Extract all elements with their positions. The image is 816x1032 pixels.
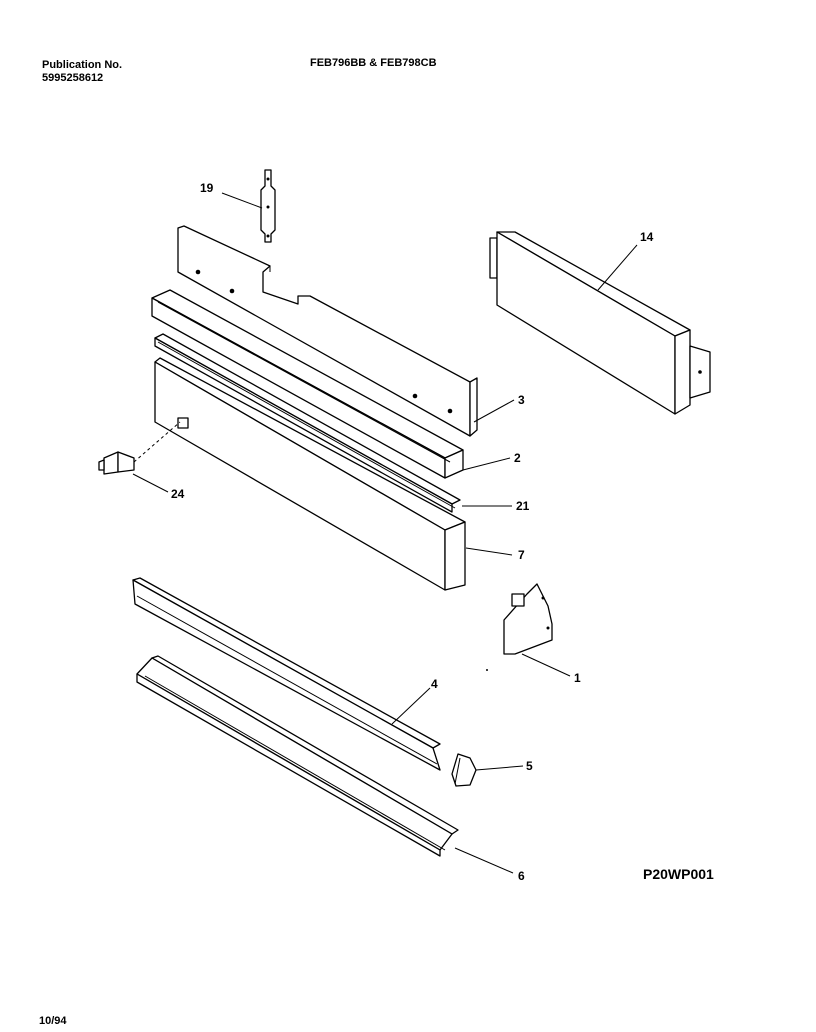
callout-7: 7 <box>518 548 525 562</box>
part-21-strip <box>154 333 461 513</box>
stray-dot <box>486 669 488 671</box>
diagram-code: P20WP001 <box>643 866 714 882</box>
callout-24: 24 <box>171 487 185 501</box>
part-4-lower-trim <box>132 577 441 771</box>
publication-number: 5995258612 <box>42 72 104 84</box>
callout-21: 21 <box>516 499 530 513</box>
part-1-bracket <box>503 583 553 655</box>
publication-block: Publication No. 5995258612 <box>42 59 122 85</box>
leader-lines <box>132 192 638 874</box>
callout-2: 2 <box>514 451 521 465</box>
part-14-trim-box <box>489 231 711 415</box>
callout-4: 4 <box>431 677 438 691</box>
revision-date: 10/94 <box>39 1015 67 1027</box>
part-3-backguard-panel <box>177 225 478 437</box>
callout-1: 1 <box>574 671 581 685</box>
callout-14: 14 <box>640 230 654 244</box>
callout-3: 3 <box>518 393 525 407</box>
part-6-bottom-channel <box>136 655 459 857</box>
model-numbers: FEB796BB & FEB798CB <box>310 57 437 69</box>
part-24-switch <box>98 421 181 475</box>
callout-6: 6 <box>518 869 525 883</box>
part-19-bracket <box>260 169 276 243</box>
publication-label: Publication No. <box>42 59 123 71</box>
part-7-control-panel <box>154 357 466 591</box>
callout-5: 5 <box>526 759 533 773</box>
part-5-end-cap <box>451 753 477 787</box>
callout-19: 19 <box>200 181 214 195</box>
